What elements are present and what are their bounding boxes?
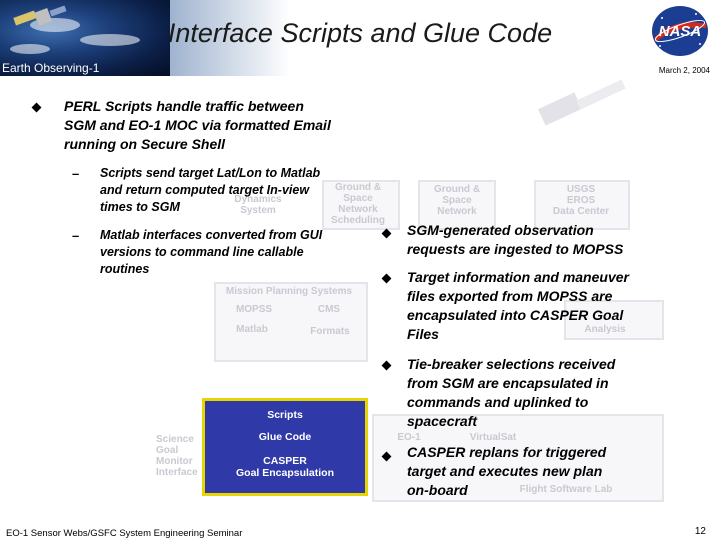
bullet-tie-breaker: Tie-breaker selections received from SGM…	[407, 356, 616, 429]
bullet-sgm-requests: SGM-generated observation requests are i…	[407, 222, 624, 257]
faded-label-dynamics-system: Dynamics System	[234, 194, 282, 216]
bullet-diamond-icon	[381, 273, 392, 284]
faded-box-ground-space-scheduling	[322, 180, 400, 230]
faded-label-ground-space-scheduling: Ground & Space Network Scheduling	[331, 182, 385, 226]
faded-box-analysis	[564, 300, 664, 340]
header-fade	[170, 0, 290, 76]
faded-label-mopss: MOPSS	[235, 304, 273, 315]
faded-label-usgs: USGS EROS Data Center	[552, 184, 610, 217]
bullet-casper-replans: CASPER replans for triggered target and …	[407, 444, 607, 498]
satellite-sketch	[538, 80, 626, 126]
sub-bullet-matlab-interfaces: Matlab interfaces converted from GUI ver…	[100, 228, 323, 276]
faded-label-ground-space: Ground & Space Network	[433, 184, 481, 217]
bullet-perl-scripts: PERL Scripts handle traffic between SGM …	[64, 98, 331, 152]
nasa-logo: NASA	[652, 6, 708, 56]
faded-label-matlab: Matlab	[236, 324, 268, 335]
faded-box-flight-software-lab	[372, 414, 664, 502]
faded-label-analysis: Analysis	[584, 324, 626, 335]
faded-label-flight-software-lab: Flight Software Lab	[519, 484, 613, 495]
faded-box-mission-planning	[214, 282, 368, 362]
page-title: Interface Scripts and Glue Code	[167, 18, 553, 48]
svg-text:NASA: NASA	[659, 23, 702, 40]
faded-box-usgs	[534, 180, 630, 230]
faded-label-formats: Formats	[310, 326, 350, 337]
sub-bullet-dash: –	[72, 228, 80, 243]
faded-label-sgm-interface: Science Goal Monitor Interface	[156, 434, 198, 478]
scripts-glue-casper-box: Scripts Glue Code CASPER Goal Encapsulat…	[202, 398, 368, 496]
sub-bullet-dash: –	[72, 166, 80, 181]
subtitle: Earth Observing-1	[2, 61, 100, 75]
footer-text: EO-1 Sensor Webs/GSFC System Engineering…	[6, 528, 243, 539]
box-label-goal-encapsulation: Goal Encapsulation	[235, 467, 335, 479]
bullet-diamond-icon	[31, 102, 42, 113]
bullet-target-information: Target information and maneuver files ex…	[407, 269, 629, 342]
faded-label-virtualsat: VirtualSat	[469, 432, 517, 443]
page-number: 12	[694, 526, 706, 537]
box-label-scripts: Scripts	[267, 409, 303, 421]
satellite-icon	[13, 5, 67, 26]
faded-label-mission-planning: Mission Planning Systems	[225, 286, 353, 297]
bullet-diamond-icon	[381, 360, 392, 371]
date: March 2, 2004	[658, 66, 710, 75]
faded-label-eo1: EO-1	[397, 432, 421, 443]
bullet-diamond-icon	[381, 228, 392, 239]
faded-box-ground-space	[418, 180, 496, 230]
box-label-glue-code: Glue Code	[258, 431, 312, 443]
box-label-casper: CASPER	[263, 455, 307, 467]
sub-bullet-scripts-matlab: Scripts send target Lat/Lon to Matlab an…	[100, 166, 321, 214]
faded-label-cms: CMS	[317, 304, 341, 315]
